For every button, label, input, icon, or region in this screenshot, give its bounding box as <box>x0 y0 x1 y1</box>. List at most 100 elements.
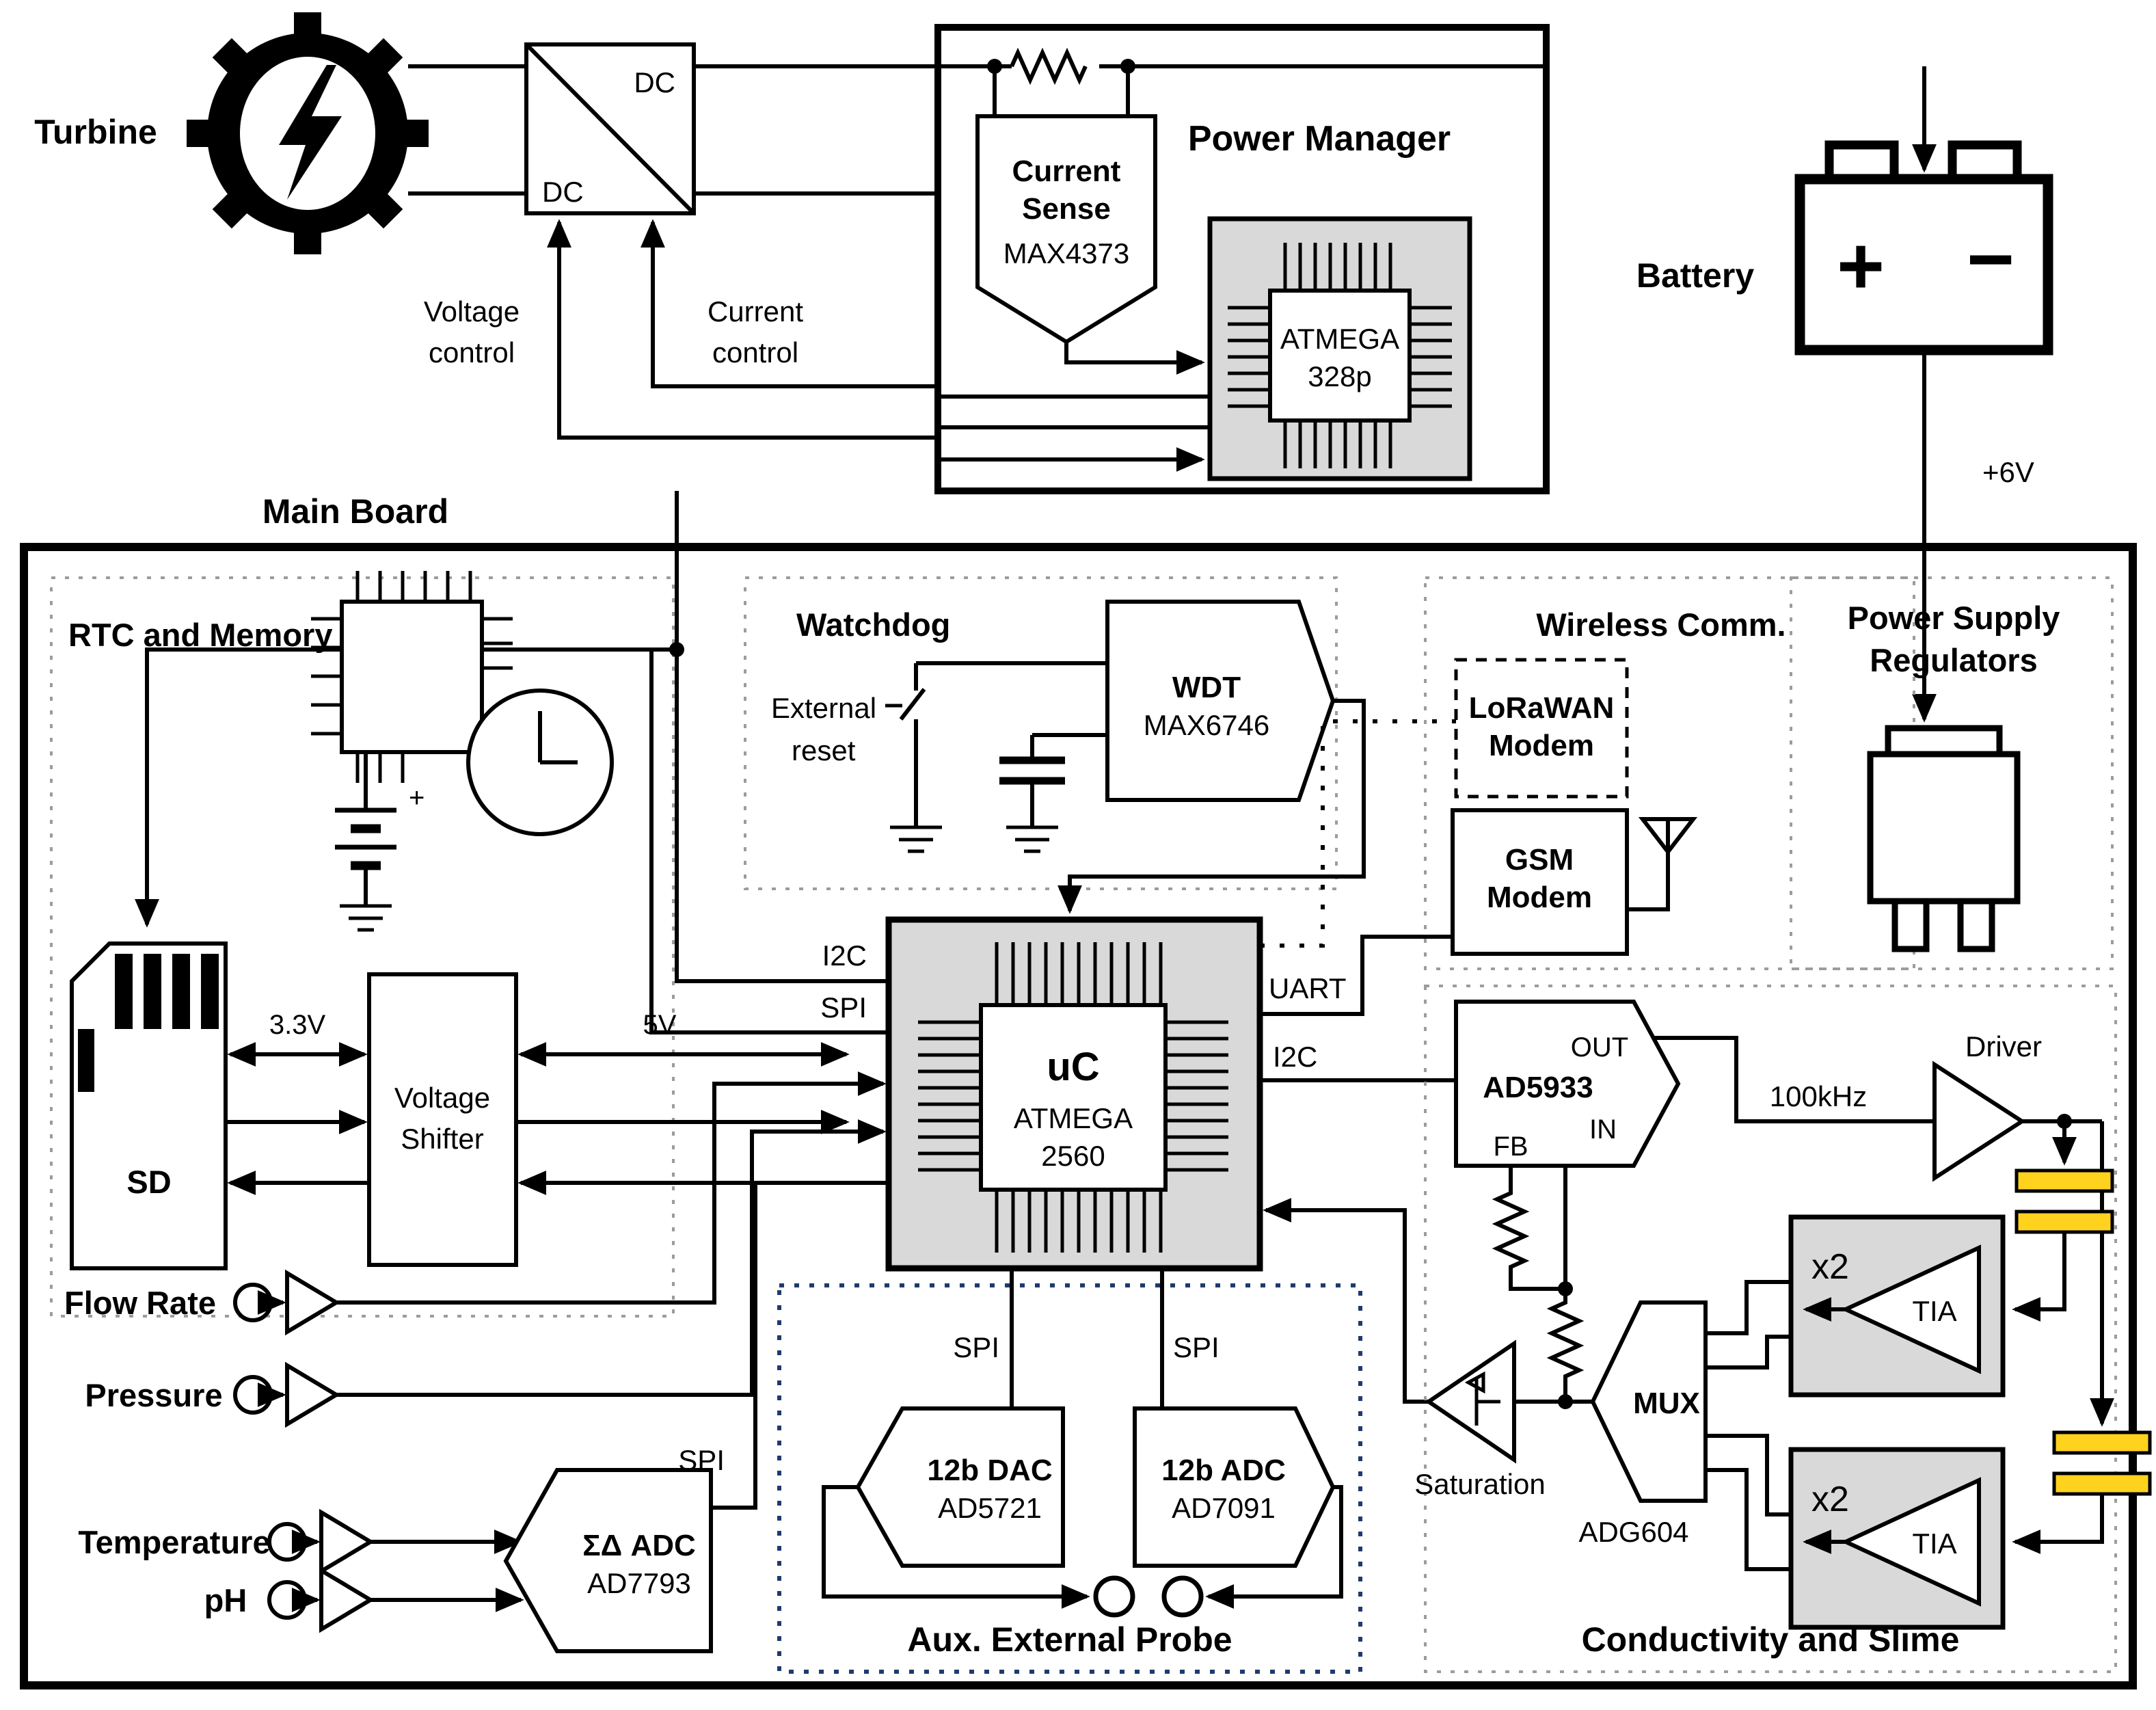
pm-mcu-chip: ATMEGA 328p <box>1207 216 1472 481</box>
impedance-analyzer-block: OUT AD5933 FB IN <box>1454 1000 1681 1168</box>
turbine-wires <box>408 64 938 196</box>
conductivity-box <box>1424 985 2117 1673</box>
regulator-icon <box>1867 725 2021 952</box>
main-board-title: Main Board <box>262 492 448 531</box>
voltage-shifter-label-1: Voltage <box>394 1082 490 1114</box>
sigma-delta-adc-part: AD7793 <box>587 1567 691 1599</box>
battery-plus: + <box>1837 220 1885 312</box>
flow-rate-input: Flow Rate <box>64 1269 340 1336</box>
uc-wires-right <box>1260 719 1456 1404</box>
antenna-icon <box>1627 817 1698 911</box>
uc-name-label: uC <box>1047 1045 1099 1089</box>
gsm-label-1: GSM <box>1505 843 1574 877</box>
v5-label: 5V <box>643 1010 677 1040</box>
adc-label: 12b ADC <box>1161 1454 1286 1487</box>
mux-label: MUX <box>1633 1387 1700 1420</box>
sigma-delta-adc-block: ΣΔ ADC AD7793 <box>503 1468 713 1653</box>
ph-input: pH <box>204 1566 524 1633</box>
tia-label-top: TIA <box>1912 1295 1956 1327</box>
current-sense-label-1: Current <box>1012 155 1121 188</box>
dcdc-label-top: DC <box>634 66 675 98</box>
lorawan-label-1: LoRaWAN <box>1469 691 1615 725</box>
current-control-label-1: Current <box>708 295 803 328</box>
current-sense-block: Current Sense MAX4373 <box>975 114 1157 345</box>
rtc-chip-icon <box>311 571 614 836</box>
adc-spi-label: SPI <box>678 1444 725 1476</box>
x2-label-bottom: x2 <box>1811 1480 1849 1519</box>
probe-terminal-right <box>1161 1575 1204 1618</box>
pressure-input: Pressure <box>85 1361 340 1428</box>
rtc-memory-box <box>50 576 675 1318</box>
imp-fb-pin: FB <box>1493 1132 1528 1162</box>
saturation-label: Saturation <box>1414 1468 1545 1500</box>
psr-title-2: Regulators <box>1870 642 2038 678</box>
rtc-battery-plus: + <box>409 783 425 813</box>
out-wire <box>1653 1036 1935 1123</box>
adc-part: AD7091 <box>1172 1492 1276 1524</box>
uc-uart-label: UART <box>1269 972 1347 1004</box>
uc-wires-bottom <box>1010 1268 1164 1408</box>
control-wires <box>547 219 938 440</box>
wdt-block: WDT MAX6746 <box>1105 600 1336 802</box>
voltage-shifter-block: Voltage Shifter <box>367 972 518 1267</box>
dac-spi-label: SPI <box>953 1331 999 1363</box>
battery-label: Battery <box>1636 256 1754 295</box>
imp-part: AD5933 <box>1483 1071 1593 1104</box>
wdt-capacitor <box>999 733 1107 853</box>
current-sense-label-2: Sense <box>1022 192 1111 226</box>
rtc-backup-battery: + <box>335 752 425 932</box>
uc-wires-left <box>335 491 889 1510</box>
lorawan-block: LoRaWAN Modem <box>1454 658 1629 799</box>
dac-part: AD5721 <box>938 1492 1042 1524</box>
feedback-network <box>1492 1166 1593 1409</box>
main-board-box <box>20 543 2137 1689</box>
dac-label: 12b DAC <box>927 1454 1052 1487</box>
dcdc-label-bottom: DC <box>542 176 584 208</box>
uc-i2c-right-label: I2C <box>1273 1041 1317 1073</box>
battery-minus: − <box>1967 213 2014 305</box>
wireless-title: Wireless Comm. <box>1536 606 1786 643</box>
shunt-resistor <box>938 47 1546 116</box>
lightning-icon <box>279 65 342 200</box>
aux-probe-title: Aux. External Probe <box>907 1620 1232 1659</box>
driver-label: Driver <box>1965 1030 2042 1063</box>
battery-icon: + − <box>1794 66 2053 356</box>
aux-probe-box <box>777 1283 1362 1674</box>
imp-out-pin: OUT <box>1571 1032 1628 1063</box>
pm-mcu-label-1: ATMEGA <box>1280 323 1399 355</box>
psr-title-1: Power Supply <box>1848 600 2060 636</box>
ph-label: pH <box>204 1582 247 1618</box>
tia-label-bottom: TIA <box>1912 1527 1956 1560</box>
driver-amp: Driver <box>1932 1030 2042 1182</box>
freq-label: 100kHz <box>1770 1080 1867 1112</box>
dcdc-converter: DC DC <box>524 42 696 215</box>
probe-terminal-left <box>1093 1575 1135 1618</box>
temperature-input: Temperature <box>78 1508 523 1575</box>
gsm-block: GSM Modem <box>1451 808 1629 956</box>
rail-voltage-label: +6V <box>1982 456 2034 488</box>
external-reset-label-1: External <box>771 692 876 724</box>
current-control-label-2: control <box>712 336 798 369</box>
mux-block: MUX ADG604 <box>1578 1280 1791 1571</box>
pm-mcu-label-2: 328p <box>1308 360 1371 392</box>
electrode-pair-top <box>2014 1168 2114 1234</box>
rtc-memory-title: RTC and Memory <box>68 617 333 653</box>
gsm-label-2: Modem <box>1487 881 1592 914</box>
watchdog-title: Watchdog <box>796 606 950 643</box>
current-sense-part: MAX4373 <box>1003 237 1129 269</box>
saturation-comparator: Saturation <box>1414 1339 1546 1500</box>
adc-spi-label-2: SPI <box>1173 1331 1220 1363</box>
turbine-label: Turbine <box>34 113 157 151</box>
voltage-control-label-1: Voltage <box>424 295 520 328</box>
mux-part: ADG604 <box>1578 1516 1688 1548</box>
imp-in-pin: IN <box>1589 1114 1617 1145</box>
lorawan-label-2: Modem <box>1489 729 1594 762</box>
uc-spi-left-label: SPI <box>820 991 867 1024</box>
voltage-control-label-2: control <box>429 336 515 369</box>
tia-stage-bottom: x2 TIA <box>1788 1447 2006 1630</box>
pm-internal-wires <box>938 342 1210 472</box>
turbine-icon <box>187 12 429 254</box>
power-manager-title: Power Manager <box>1188 119 1451 159</box>
uc-i2c-left-label: I2C <box>822 939 867 972</box>
